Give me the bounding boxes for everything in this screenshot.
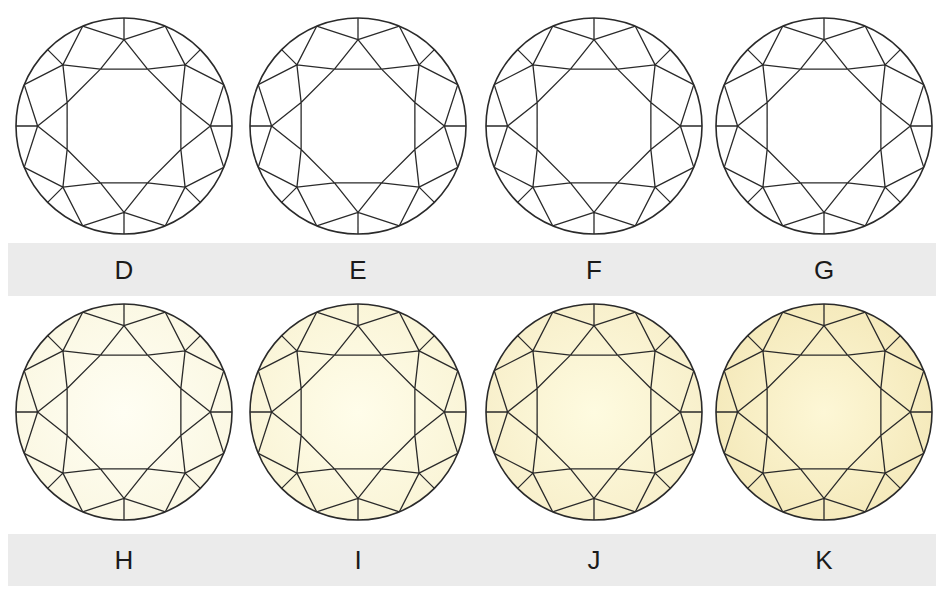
diamond-top-view — [250, 18, 466, 234]
facet-lines — [16, 304, 232, 520]
facet-lines — [486, 18, 702, 234]
grade-letter: J — [554, 545, 634, 575]
label-band — [8, 243, 936, 296]
diamond-top-view — [486, 304, 702, 520]
diamond-top-view — [250, 304, 466, 520]
facet-lines — [250, 304, 466, 520]
label-band — [8, 534, 936, 586]
grade-letter: E — [318, 255, 398, 285]
facet-lines — [16, 18, 232, 234]
diamond-top-view — [16, 18, 232, 234]
grade-letter: F — [554, 255, 634, 285]
girdle-outline — [16, 18, 232, 234]
diamond-top-view — [716, 18, 932, 234]
diamond-top-view — [486, 18, 702, 234]
girdle-outline — [250, 18, 466, 234]
diamond-top-view — [716, 304, 932, 520]
grade-letter: D — [84, 255, 164, 285]
girdle-outline — [16, 304, 232, 520]
grade-letter: G — [784, 255, 864, 285]
girdle-outline — [486, 304, 702, 520]
girdle-outline — [250, 304, 466, 520]
facet-lines — [250, 18, 466, 234]
facet-lines — [716, 304, 932, 520]
grade-letter: H — [84, 545, 164, 575]
girdle-outline — [716, 18, 932, 234]
grade-letter: K — [784, 545, 864, 575]
girdle-outline — [486, 18, 702, 234]
facet-lines — [716, 18, 932, 234]
facet-lines — [486, 304, 702, 520]
diamond-top-view — [16, 304, 232, 520]
girdle-outline — [716, 304, 932, 520]
grade-letter: I — [318, 545, 398, 575]
